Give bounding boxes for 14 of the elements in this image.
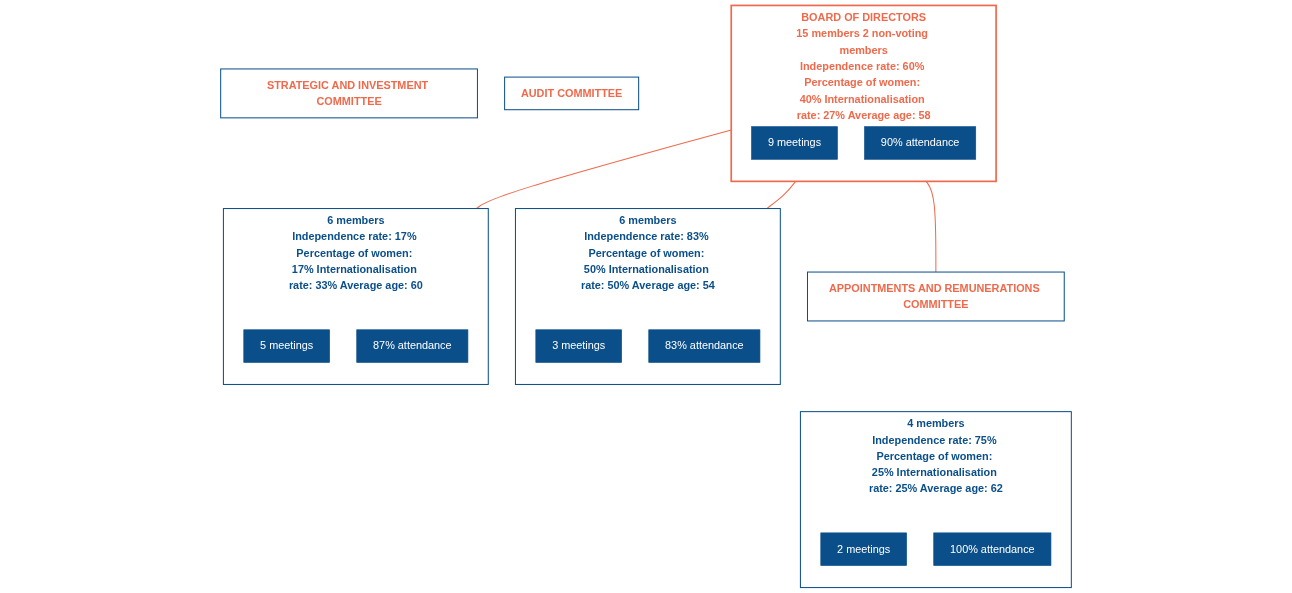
node-box: 100% attendance — [933, 532, 1052, 566]
connector — [766, 180, 797, 210]
node-box: 2 meetings — [820, 532, 907, 566]
node-box: AUDIT COMMITTEE — [504, 76, 640, 111]
connector — [925, 180, 937, 273]
node-box: STRATEGIC AND INVESTMENT COMMITTEE — [220, 68, 478, 119]
node-box: 87% attendance — [356, 329, 469, 363]
node-box: 3 meetings — [535, 329, 622, 363]
node-box: 83% attendance — [648, 329, 761, 363]
connector — [475, 129, 732, 210]
node-box: 9 meetings — [751, 126, 838, 160]
node-box: 5 meetings — [243, 329, 330, 363]
node-box: APPOINTMENTS AND REMUNERATIONS COMMITTEE — [807, 271, 1065, 322]
node-box: 90% attendance — [864, 126, 977, 160]
